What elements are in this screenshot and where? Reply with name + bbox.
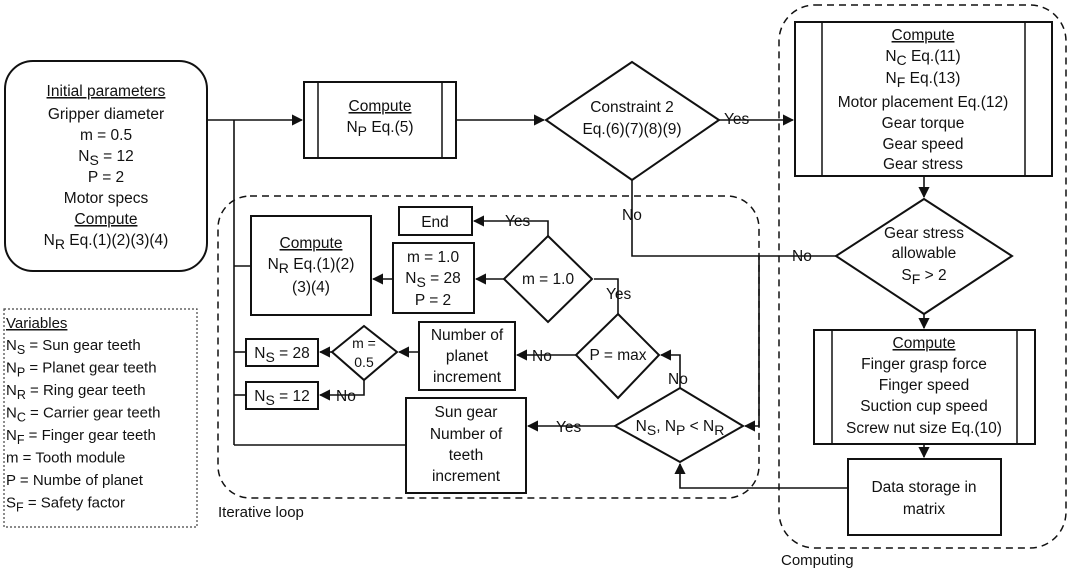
- ns-12-label: NS = 12: [254, 388, 309, 408]
- data-storage-line2: matrix: [903, 501, 945, 518]
- ns-np-nr-decision: NS, NP < NR: [612, 386, 745, 464]
- compute-gears-motor: Motor placement Eq.(12): [838, 94, 1009, 111]
- sun-line2: Number of: [430, 426, 503, 443]
- sun-line3: teeth: [449, 447, 483, 464]
- variable-row: NS = Sun gear teeth: [6, 337, 141, 357]
- ns-28-label: NS = 28: [254, 345, 309, 365]
- planet-line2: planet: [446, 348, 489, 365]
- compute-finger-box: Compute Finger grasp force Finger speed …: [813, 329, 1036, 445]
- sun-line1: Sun gear: [435, 404, 498, 421]
- compute-nr-title: Compute: [280, 235, 343, 252]
- compute-gears-nc: NC Eq.(11): [885, 48, 960, 68]
- data-storage-line1: Data storage in: [871, 479, 976, 496]
- compute-gears-stress: Gear stress: [883, 156, 963, 173]
- constraint2-eq: Eq.(6)(7)(8)(9): [582, 121, 681, 138]
- initial-line-p: P = 2: [88, 169, 124, 186]
- label-no-condition: No: [668, 371, 688, 388]
- label-yes-end: Yes: [505, 213, 531, 230]
- compute-nr-eq: NR Eq.(1)(2): [268, 256, 355, 276]
- gear-stress-line1: Gear stress: [884, 225, 964, 242]
- ns-12-box: NS = 12: [245, 381, 319, 410]
- variables-title: Variables: [6, 315, 67, 332]
- variable-row: P = Numbe of planet: [6, 472, 144, 489]
- m-05-line1: m =: [352, 335, 376, 351]
- compute-np-title: Compute: [349, 98, 412, 115]
- compute-gears-box: Compute NC Eq.(11) NF Eq.(13) Motor plac…: [794, 21, 1053, 177]
- gear-stress-sf: SF > 2: [901, 267, 946, 287]
- label-yes-constraint: Yes: [724, 111, 750, 128]
- m-equals-1-label: m = 1.0: [522, 271, 575, 288]
- label-no-constraint: No: [622, 207, 642, 224]
- compute-np-eq: NP Eq.(5): [346, 119, 413, 139]
- label-no-stress: No: [792, 248, 812, 265]
- initial-line-gripper: Gripper diameter: [48, 106, 164, 123]
- variable-row: NC = Carrier gear teeth: [6, 405, 161, 425]
- compute-nr-box: Compute NR Eq.(1)(2) (3)(4): [250, 215, 372, 316]
- m-05-decision: m = 0.5: [330, 324, 399, 382]
- constraint2-decision: Constraint 2 Eq.(6)(7)(8)(9): [544, 60, 721, 182]
- compute-gears-speed: Gear speed: [883, 136, 964, 153]
- variable-row: m = Tooth module: [6, 450, 125, 467]
- initial-title: Initial parameters: [47, 83, 166, 100]
- ns-np-nr-label: NS, NP < NR: [636, 418, 725, 438]
- iterative-loop-label: Iterative loop: [218, 504, 304, 521]
- ns-28-box: NS = 28: [245, 338, 319, 367]
- label-no-m05: No: [336, 388, 356, 405]
- label-no-pmax: No: [532, 348, 552, 365]
- compute-nr-eq2: (3)(4): [292, 279, 330, 296]
- compute-np-box: Compute NP Eq.(5): [303, 81, 457, 159]
- planet-line1: Number of: [431, 327, 504, 344]
- compute-gears-torque: Gear torque: [882, 115, 965, 132]
- variable-row: NP = Planet gear teeth: [6, 360, 157, 380]
- gear-stress-decision: Gear stress allowable SF > 2: [834, 197, 1014, 316]
- compute-gears-nf: NF Eq.(13): [886, 70, 961, 90]
- m-equals-1-decision: m = 1.0: [502, 234, 594, 324]
- sun-line4: increment: [432, 468, 501, 485]
- constraint2-title: Constraint 2: [590, 99, 674, 116]
- compute-finger-suction: Suction cup speed: [860, 398, 988, 415]
- compute-finger-force: Finger grasp force: [861, 356, 987, 373]
- gear-stress-line2: allowable: [892, 245, 957, 262]
- compute-finger-title: Compute: [893, 335, 956, 352]
- variables-legend: Variables NS = Sun gear teeth NP = Planet…: [3, 308, 198, 528]
- variables-rows: NS = Sun gear teeth NP = Planet gear teet…: [6, 337, 161, 515]
- m-05-line2: 0.5: [354, 354, 374, 370]
- reset-m10-line1: m = 1.0: [407, 249, 460, 266]
- reset-m10-ns: NS = 28: [405, 270, 460, 290]
- label-yes-pmax: Yes: [606, 286, 632, 303]
- initial-parameters-box: Initial parameters Gripper diameter m = …: [4, 60, 208, 272]
- planet-line3: increment: [433, 369, 502, 386]
- initial-line-m: m = 0.5: [80, 127, 132, 144]
- reset-m10-p: P = 2: [415, 292, 451, 309]
- end-label: End: [421, 214, 449, 231]
- variable-row: NF = Finger gear teeth: [6, 427, 156, 447]
- planet-increment-box: Number of planet increment: [418, 321, 516, 391]
- initial-line-motor: Motor specs: [64, 190, 149, 207]
- variable-row: SF = Safety factor: [6, 495, 125, 515]
- compute-finger-speed: Finger speed: [879, 377, 969, 394]
- initial-compute: Compute: [75, 211, 138, 228]
- compute-gears-title: Compute: [892, 27, 955, 44]
- label-yes-sun: Yes: [556, 419, 582, 436]
- initial-line-nr: NR Eq.(1)(2)(3)(4): [44, 232, 169, 252]
- end-box: End: [398, 206, 473, 236]
- variable-row: NR = Ring gear teeth: [6, 382, 146, 402]
- computing-label: Computing: [781, 552, 854, 569]
- connectors: [207, 114, 930, 489]
- sun-gear-increment-box: Sun gear Number of teeth increment: [405, 397, 527, 494]
- p-max-label: P = max: [589, 347, 646, 364]
- computing-group: [778, 4, 1067, 549]
- initial-line-ns: NS = 12: [78, 148, 133, 168]
- compute-finger-screw: Screw nut size Eq.(10): [846, 420, 1002, 437]
- data-storage-box: Data storage in matrix: [847, 458, 1002, 536]
- reset-m10-box: m = 1.0 NS = 28 P = 2: [392, 242, 475, 314]
- p-max-decision: P = max: [574, 312, 661, 400]
